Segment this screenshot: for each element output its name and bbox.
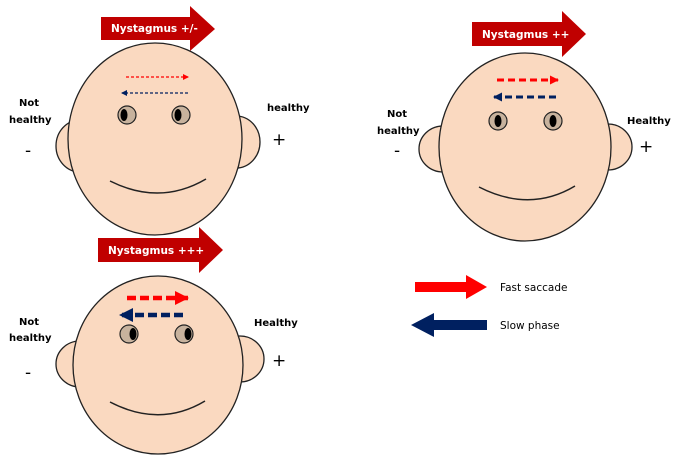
left-sign: -: [25, 363, 31, 383]
mouth: [478, 185, 576, 201]
right-sign: +: [272, 130, 286, 150]
banner-label: Nystagmus +/-: [111, 23, 198, 35]
left-eye: [488, 111, 508, 131]
left-eye: [117, 105, 137, 125]
right-sign: +: [639, 137, 653, 157]
right-label: Healthy: [254, 318, 298, 329]
left-label-line1: Not: [387, 109, 407, 120]
left-label-line2: healthy: [377, 126, 420, 137]
legend-item-slow-phase: Slow phase: [411, 313, 560, 337]
mouth: [109, 400, 206, 416]
left-sign: -: [394, 141, 400, 161]
face: [418, 52, 633, 242]
left-label-line2: healthy: [9, 333, 52, 344]
panel-nystagmus-severe: Nystagmus +++ Not healthy - Healthy +: [9, 227, 298, 455]
head: [67, 42, 243, 236]
legend: Fast saccade Slow phase: [411, 275, 567, 337]
panel-nystagmus-moderate: Nystagmus ++ Not healthy - Healthy +: [377, 11, 671, 242]
right-eye: [543, 111, 563, 131]
navy-left-arrow-icon: [411, 313, 487, 337]
right-label: healthy: [267, 103, 310, 114]
head: [72, 275, 244, 455]
left-label-line1: Not: [19, 98, 39, 109]
legend-label: Slow phase: [500, 320, 560, 332]
banner-label: Nystagmus ++: [482, 29, 569, 41]
left-label-line2: healthy: [9, 115, 52, 126]
face: [55, 42, 261, 236]
left-label-line1: Not: [19, 317, 39, 328]
banner-arrow: Nystagmus +/-: [101, 6, 215, 51]
legend-item-fast-saccade: Fast saccade: [415, 275, 567, 299]
red-right-arrow-icon: [415, 275, 487, 299]
right-eye: [174, 324, 194, 344]
left-eye: [119, 324, 139, 344]
banner-arrow: Nystagmus ++: [472, 11, 586, 57]
mouth: [109, 178, 207, 194]
left-sign: -: [25, 141, 31, 161]
banner-arrow: Nystagmus +++: [98, 227, 223, 273]
right-sign: +: [272, 351, 286, 371]
face: [55, 275, 265, 455]
right-eye: [171, 105, 191, 125]
banner-label: Nystagmus +++: [108, 245, 204, 257]
right-label: Healthy: [627, 116, 671, 127]
legend-label: Fast saccade: [500, 282, 567, 294]
head: [438, 52, 612, 242]
panel-nystagmus-mild: Nystagmus +/- Not healthy - healthy +: [9, 6, 310, 236]
